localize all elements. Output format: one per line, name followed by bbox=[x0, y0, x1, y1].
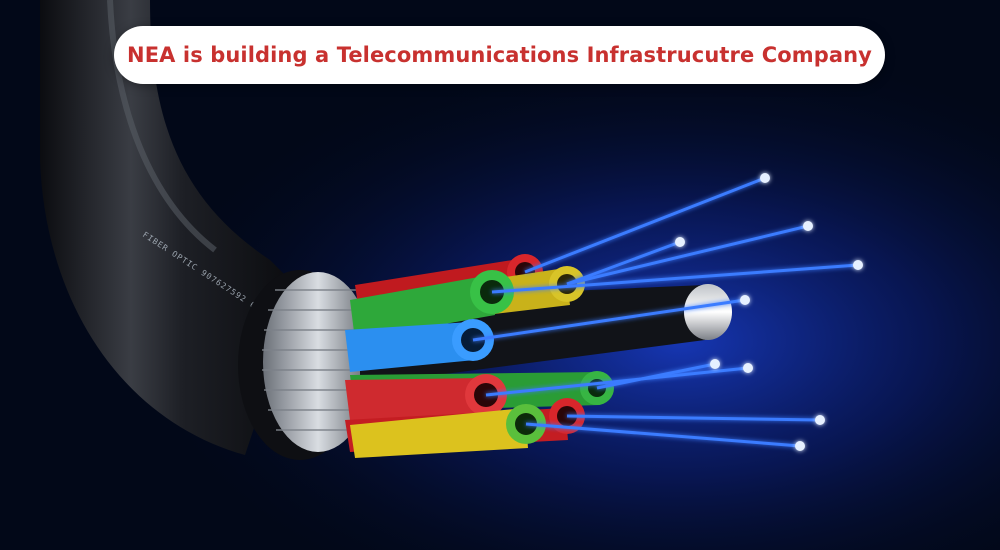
central-core-end bbox=[684, 284, 732, 340]
headline-banner: NEA is building a Telecommunications Inf… bbox=[114, 26, 885, 84]
headline-text: NEA is building a Telecommunications Inf… bbox=[127, 43, 872, 67]
fiber-light-points bbox=[675, 173, 863, 451]
metal-armor bbox=[263, 272, 373, 452]
cable-jacket bbox=[40, 0, 300, 455]
optical-fibers bbox=[472, 176, 859, 448]
buffer-tubes bbox=[345, 254, 614, 458]
